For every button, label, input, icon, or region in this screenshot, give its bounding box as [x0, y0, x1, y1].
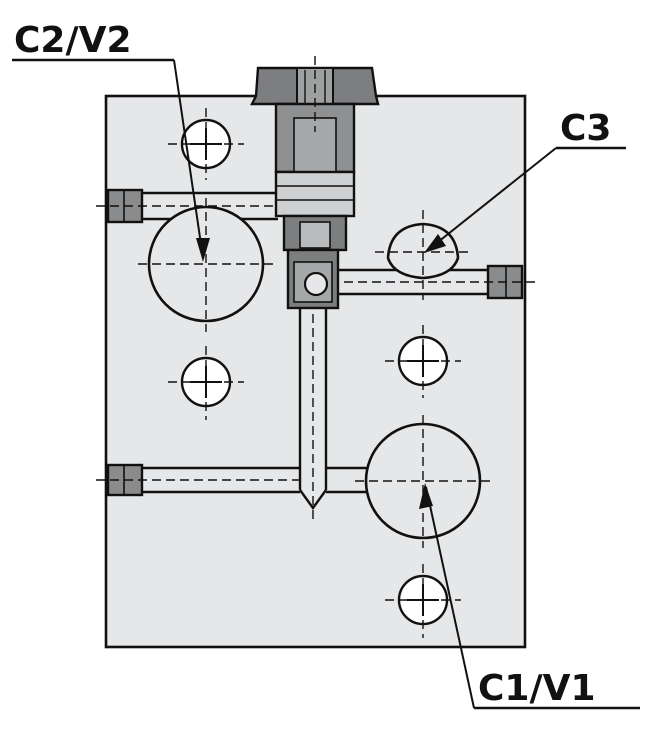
label-c2v2-group: C2/V2 — [12, 20, 210, 262]
label-c2v2: C2/V2 — [14, 20, 132, 61]
passage-vertical — [298, 305, 328, 511]
label-c1v1-group: C1/V1 — [419, 483, 640, 710]
label-c1v1: C1/V1 — [478, 668, 596, 709]
cartridge-valve — [250, 56, 380, 310]
port-c2v2 — [138, 198, 274, 332]
bolt-hole-bottom-right — [385, 564, 461, 638]
bolt-hole-mid-left — [168, 346, 244, 420]
label-c3: C3 — [560, 108, 611, 149]
port-c1v1 — [355, 415, 491, 548]
bolt-hole-mid-right — [385, 325, 461, 398]
label-c3-group: C3 — [424, 108, 626, 253]
bolt-hole-top-left — [168, 108, 244, 180]
port-c3 — [375, 210, 470, 300]
